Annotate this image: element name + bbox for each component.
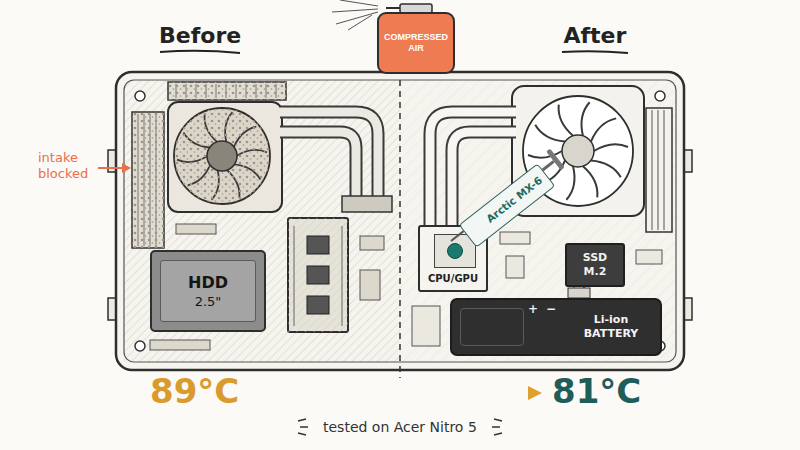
chip-label: CPU/GPU bbox=[428, 273, 478, 285]
polarity-sign: − bbox=[546, 302, 556, 316]
after-heading: After bbox=[564, 22, 627, 50]
ssd-drive: SSDM.2 bbox=[565, 243, 625, 287]
callout-label: intake blocked bbox=[38, 150, 110, 182]
temperature-after: 81°C bbox=[552, 371, 641, 411]
battery-label: BATTERY bbox=[584, 327, 639, 341]
hdd-size: 2.5" bbox=[195, 293, 222, 310]
ssd-type: M.2 bbox=[584, 265, 607, 279]
caption: tested on Acer Nitro 5 bbox=[323, 418, 477, 436]
polarity-sign: + bbox=[528, 302, 538, 316]
temperature-before: 89°C bbox=[150, 371, 239, 411]
battery-type: Li-ion bbox=[594, 313, 629, 327]
battery-cell bbox=[460, 308, 524, 346]
spray-can: COMPRESSED AIR bbox=[377, 12, 455, 74]
paste-dot bbox=[447, 243, 463, 259]
can-label: COMPRESSED AIR bbox=[384, 32, 448, 54]
hdd-box: HDD2.5" bbox=[150, 250, 266, 332]
hdd-title: HDD bbox=[188, 273, 228, 293]
before-heading: Before bbox=[159, 22, 241, 50]
ssd-title: SSD bbox=[583, 251, 607, 265]
